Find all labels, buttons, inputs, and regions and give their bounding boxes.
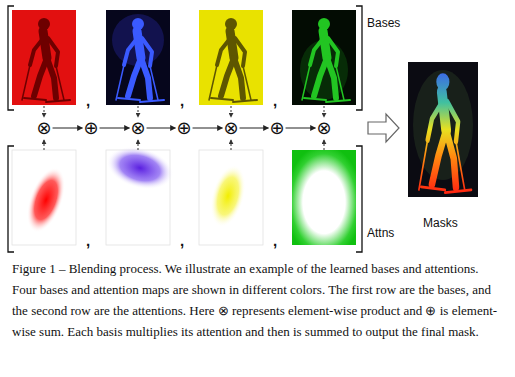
separator-mark: , (86, 92, 90, 109)
separator-mark: , (86, 232, 90, 249)
separator-mark: , (180, 232, 184, 249)
operator-node: ⊗ (36, 119, 51, 137)
operator-symbol: ⊗ (130, 119, 145, 137)
operator-node: ⊗ (130, 119, 145, 137)
figure-caption: Figure 1 – Blending process. We illustra… (12, 258, 504, 342)
flow-arrow (286, 128, 316, 129)
operator-symbol: ⊕ (83, 119, 98, 137)
operator-node: ⊕ (176, 119, 191, 137)
operator-symbol: ⊕ (176, 119, 191, 137)
separator-mark: , (180, 92, 184, 109)
flow-arrow (147, 128, 176, 129)
row-label: Bases (367, 16, 400, 30)
operator-symbol: ⊕ (269, 119, 284, 137)
flow-arrow (193, 128, 223, 129)
operator-node: ⊗ (316, 119, 331, 137)
row-label: Attns (367, 226, 394, 240)
operator-symbol: ⊗ (316, 119, 331, 137)
operator-symbol: ⊗ (36, 119, 51, 137)
operator-node: ⊗ (223, 119, 238, 137)
flow-arrow (100, 128, 130, 129)
separator-mark: , (273, 232, 277, 249)
operator-symbol: ⊗ (223, 119, 238, 137)
flow-arrow (240, 128, 269, 129)
separator-mark: , (273, 92, 277, 109)
operator-node: ⊕ (83, 119, 98, 137)
flow-arrow (53, 128, 83, 129)
row-label: Masks (423, 216, 458, 230)
operator-node: ⊕ (269, 119, 284, 137)
